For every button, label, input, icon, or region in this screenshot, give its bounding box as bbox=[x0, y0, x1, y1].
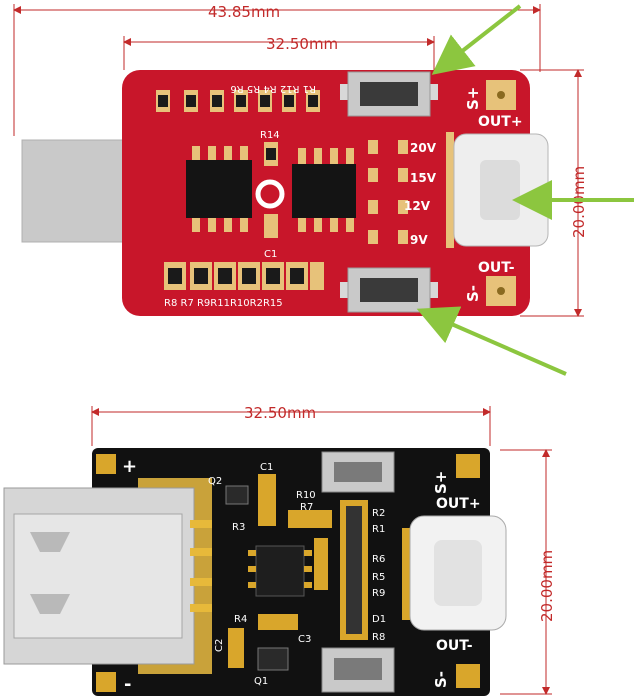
r4-label: R4 bbox=[234, 614, 247, 625]
r6-label: R6 bbox=[372, 554, 385, 565]
top-resistor-row bbox=[156, 90, 320, 112]
r4-pads bbox=[258, 614, 298, 630]
c1-pads-bottom bbox=[258, 474, 276, 526]
r7-pads bbox=[288, 510, 332, 528]
bottom-s-minus-label: S- bbox=[432, 671, 450, 688]
top-board-width-label: 32.50mm bbox=[266, 35, 338, 53]
d1-label: D1 bbox=[372, 614, 386, 625]
q1-label: Q1 bbox=[254, 676, 268, 687]
top-total-width-label: 43.85mm bbox=[208, 3, 280, 21]
top-right-ic bbox=[292, 148, 356, 232]
bottom-ic bbox=[255, 545, 305, 597]
bottom-out-minus-label: OUT- bbox=[436, 638, 473, 654]
r3-label: R3 bbox=[232, 522, 245, 533]
bottom-board-width-label: 32.50mm bbox=[244, 404, 316, 422]
q1-transistor bbox=[257, 647, 289, 671]
top-out-minus-label: OUT- bbox=[478, 260, 515, 276]
bottom-s-minus-button bbox=[321, 647, 395, 693]
bottom-minus-label: - bbox=[124, 674, 131, 695]
top-left-ic bbox=[186, 146, 252, 232]
bottom-out-plus-label: OUT+ bbox=[436, 496, 481, 512]
bottom-resistor-labels: R8 R7 R9R11R10R2R15 bbox=[164, 298, 283, 309]
bottom-s-plus-label: S+ bbox=[432, 471, 450, 494]
label-12v: 12V bbox=[404, 199, 431, 213]
r14-label: R14 bbox=[260, 130, 280, 141]
bottom-s-plus-button bbox=[321, 451, 395, 493]
label-9v: 9V bbox=[410, 233, 428, 247]
center-mount-hole bbox=[255, 179, 285, 209]
bottom-plus-label: + bbox=[122, 456, 137, 477]
q2-transistor bbox=[225, 485, 249, 505]
c3-label: C3 bbox=[298, 634, 311, 645]
r7-label: R7 bbox=[300, 502, 313, 513]
r10-label: R10 bbox=[296, 490, 316, 501]
bottom-ic-side-pads bbox=[314, 538, 328, 590]
voltage-select-pads bbox=[368, 140, 408, 244]
bottom-pad-top-left bbox=[96, 454, 116, 474]
top-s-plus-button bbox=[340, 71, 438, 117]
c1-label-bottom: C1 bbox=[260, 462, 273, 473]
r1-label: R1 bbox=[372, 524, 385, 535]
r2-label: R2 bbox=[372, 508, 385, 519]
bottom-pad-top-right bbox=[456, 454, 480, 478]
q2-label: Q2 bbox=[208, 476, 222, 487]
top-s-plus-label: S+ bbox=[464, 87, 482, 110]
arrow-s-plus bbox=[431, 4, 522, 75]
r9-label: R9 bbox=[372, 588, 385, 599]
r5-label: R5 bbox=[372, 572, 385, 583]
r8-label: R8 bbox=[372, 632, 385, 643]
bottom-pad-bottom-right bbox=[456, 664, 480, 688]
top-s-minus-label: S- bbox=[464, 285, 482, 302]
usb-c-pads bbox=[446, 132, 454, 248]
c1-label: C1 bbox=[264, 249, 277, 260]
label-15v: 15V bbox=[410, 171, 437, 185]
c2-pads bbox=[228, 628, 244, 668]
label-20v: 20V bbox=[410, 141, 437, 155]
usb-a-plug bbox=[21, 139, 131, 243]
top-s-minus-button bbox=[340, 267, 438, 313]
top-out-plus-label: OUT+ bbox=[478, 114, 523, 130]
bottom-height-label: 20.00mm bbox=[538, 550, 556, 622]
c1-capacitor bbox=[264, 214, 278, 238]
top-board: 43.85mm 32.50mm 20.00mm R1 R12 R4 R5 R6 bbox=[13, 3, 634, 376]
bottom-resistor-row bbox=[164, 262, 324, 290]
top-resistor-labels: R1 R12 R4 R5 R6 bbox=[230, 83, 316, 94]
arrow-s-minus bbox=[416, 306, 567, 376]
bottom-usb-c-pads bbox=[402, 528, 410, 620]
bottom-pad-bottom-left bbox=[96, 672, 116, 692]
bottom-board: 32.50mm 20.00mm + - Q2 C1 R3 R10 R7 bbox=[3, 404, 556, 696]
c2-label: C2 bbox=[214, 639, 225, 652]
